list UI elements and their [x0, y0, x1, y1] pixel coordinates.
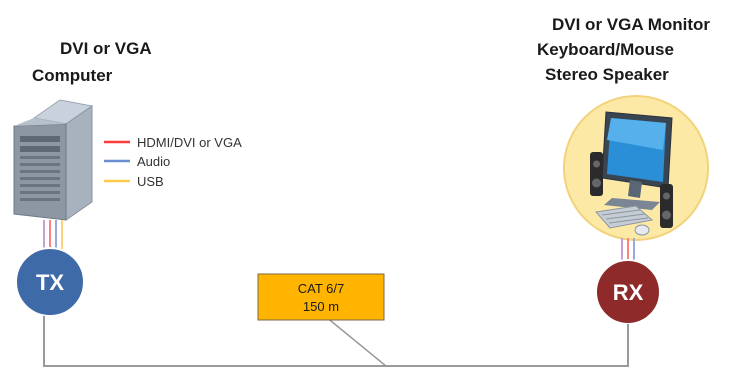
cat-cable-line	[43, 316, 629, 367]
legend-label-audio: Audio	[137, 154, 170, 169]
cable-length-label: 150 m	[303, 299, 339, 314]
monitor-workstation-icon	[563, 95, 709, 241]
monitor-title-line2: Keyboard/Mouse	[537, 40, 674, 59]
cable-callout-line	[319, 311, 387, 367]
legend-label-hdmi: HDMI/DVI or VGA	[137, 135, 242, 150]
cable-type-label: CAT 6/7	[298, 281, 344, 296]
cable-spec-box	[257, 273, 385, 321]
tx-node	[15, 247, 85, 317]
tx-label: TX	[36, 270, 64, 295]
monitor-title-line1: DVI or VGA Monitor	[552, 15, 710, 34]
computer-title-line1: DVI or VGA	[60, 39, 152, 58]
monitor-to-rx-cables	[621, 238, 635, 262]
computer-title-line2: Computer	[32, 66, 113, 85]
monitor-title-line3: Stereo Speaker	[545, 65, 669, 84]
legend-label-usb: USB	[137, 174, 164, 189]
cable-legend: HDMI/DVI or VGA Audio USB	[104, 135, 242, 189]
rx-label: RX	[613, 280, 644, 305]
desktop-tower-icon	[13, 99, 94, 221]
